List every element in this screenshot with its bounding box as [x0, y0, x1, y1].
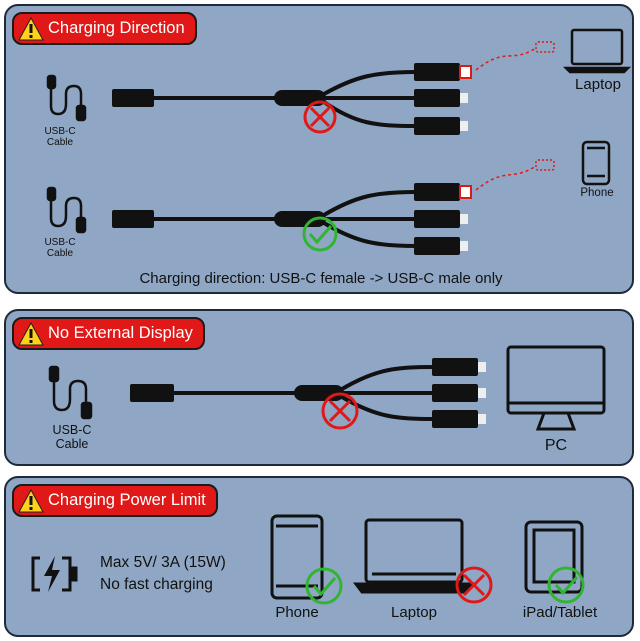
check-icon	[302, 216, 338, 252]
splitter-cable-top	[112, 41, 555, 135]
phone-label: Phone	[580, 187, 614, 199]
laptop-label: Laptop	[575, 76, 621, 93]
tablet-device-icon	[524, 520, 584, 594]
laptop-device-icon	[353, 518, 475, 594]
no-external-display-badge: No External Display	[12, 317, 205, 350]
charging-direction-note: Charging direction: USB-C female -> USB-…	[139, 270, 503, 287]
power-spec-line1: Max 5V/ 3A (15W)	[100, 554, 226, 571]
cable-label: Cable	[46, 248, 74, 259]
splitter-cable-bottom	[112, 159, 555, 255]
tablet-label: iPad/Tablet	[522, 604, 598, 621]
charging-power-limit-panel: Charging Power Limit	[4, 476, 634, 637]
splitter-cable	[130, 358, 486, 428]
no-external-display-diagram	[48, 345, 606, 431]
usb-c-label: USB-C	[44, 237, 76, 248]
charging-direction-panel: Charging Direction	[4, 4, 634, 294]
no-external-display-panel: No External Display	[4, 309, 634, 466]
charging-power-limit-badge: Charging Power Limit	[12, 484, 218, 517]
usb-c-cable-icon	[46, 186, 87, 234]
phone-icon	[581, 140, 611, 186]
no-external-display-title: No External Display	[48, 324, 193, 342]
cable-label: Cable	[55, 437, 89, 451]
pc-monitor-icon	[506, 345, 606, 431]
power-spec-line2: No fast charging	[100, 576, 213, 593]
no-icon	[303, 100, 337, 134]
charging-power-diagram	[31, 514, 585, 605]
cable-label: Cable	[46, 137, 74, 148]
charging-direction-badge: Charging Direction	[12, 12, 197, 45]
laptop-icon	[562, 28, 632, 74]
charging-direction-diagram	[46, 28, 632, 255]
charging-power-limit-title: Charging Power Limit	[48, 491, 206, 509]
usb-c-label: USB-C	[52, 423, 92, 437]
pc-label: PC	[544, 437, 568, 454]
warning-icon	[18, 488, 44, 512]
usb-c-cable-icon	[48, 365, 93, 420]
laptop-label: Laptop	[391, 604, 437, 621]
charging-direction-title: Charging Direction	[48, 19, 185, 37]
no-icon	[321, 392, 359, 430]
usb-c-cable-icon	[46, 74, 87, 122]
usb-c-label: USB-C	[44, 126, 76, 137]
check-icon	[305, 567, 343, 605]
no-icon	[455, 566, 493, 604]
phone-device-icon	[270, 514, 324, 600]
warning-icon	[18, 321, 44, 345]
phone-label: Phone	[275, 604, 319, 621]
check-icon	[547, 566, 585, 604]
warning-icon	[18, 16, 44, 40]
battery-charging-icon	[31, 556, 78, 592]
